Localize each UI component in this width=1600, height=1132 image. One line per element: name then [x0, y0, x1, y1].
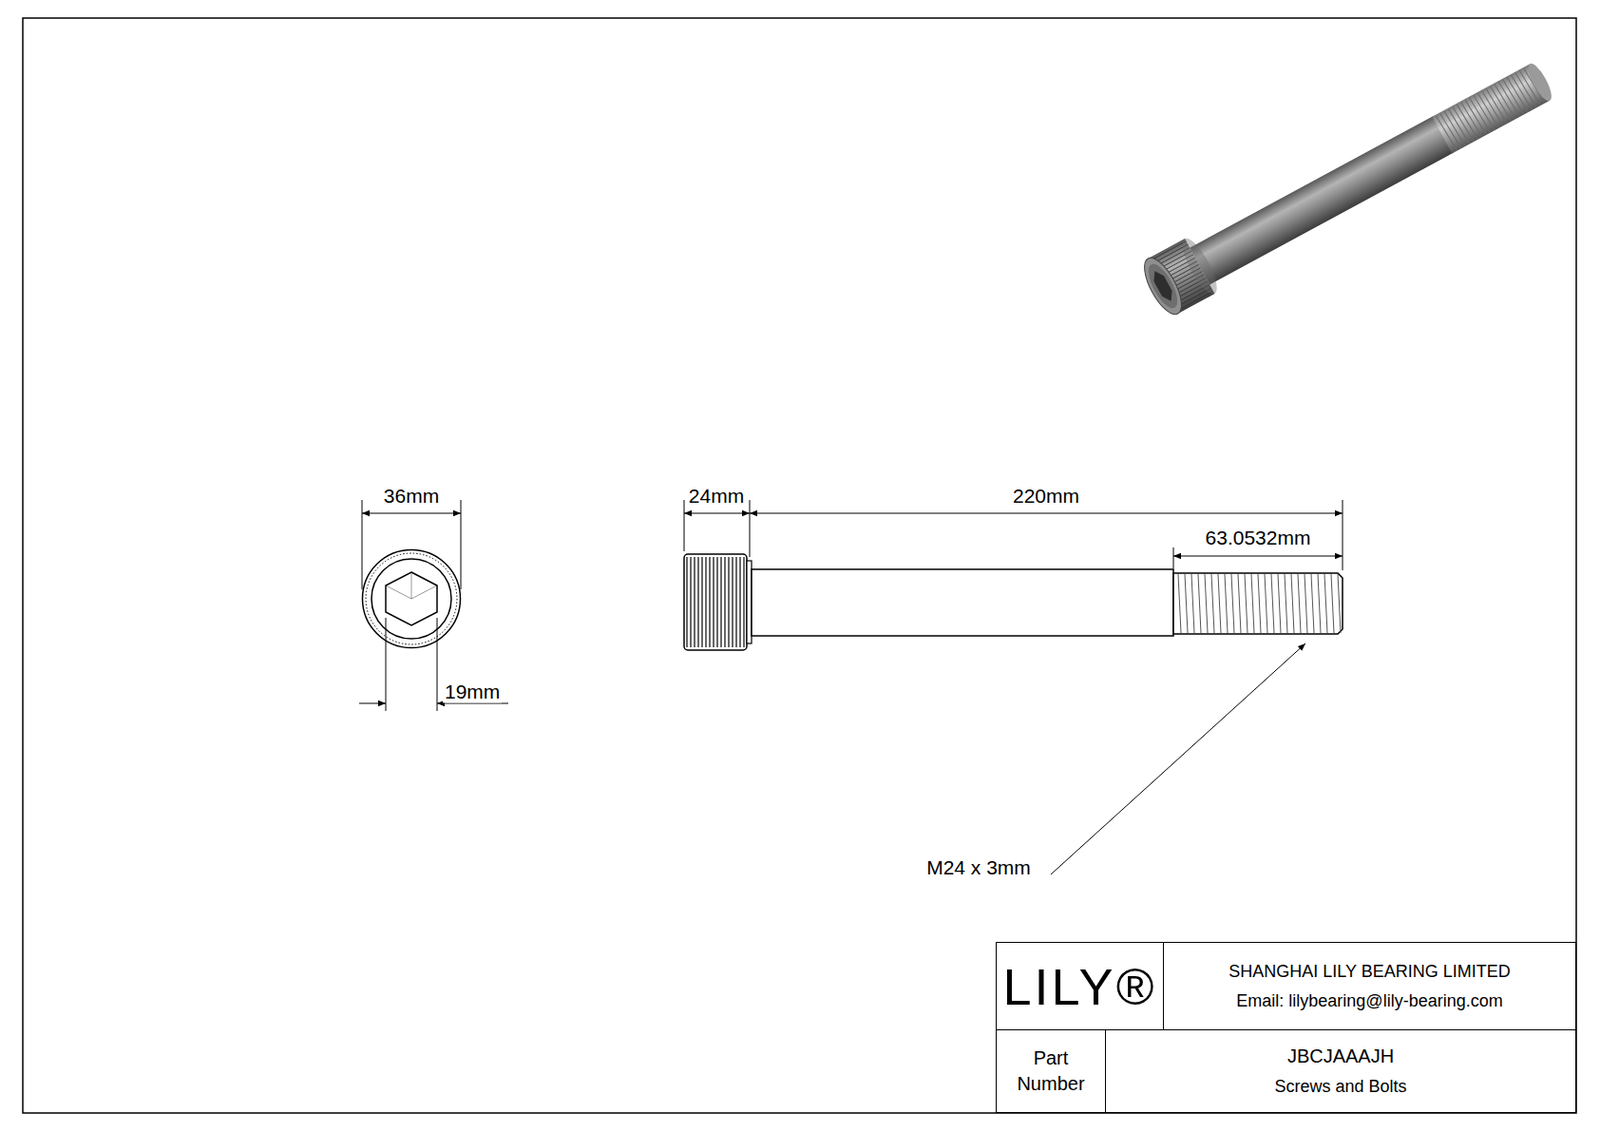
dimension-text: 24mm — [686, 484, 746, 507]
dimension-lines — [359, 499, 1343, 875]
title-text: JBCJAAAJH — [1287, 1043, 1394, 1069]
subtitle-text: Screws and Bolts — [1274, 1074, 1407, 1098]
part-number-cell: JBCJAAAJH Screws and Bolts — [1104, 1028, 1577, 1113]
bolt-3d-view — [1137, 51, 1562, 320]
company-cell: SHANGHAI LILY BEARING LIMITED Email: lily… — [1162, 941, 1577, 1030]
logo-cell: LILY® — [995, 941, 1164, 1030]
title-text: SHANGHAI LILY BEARING LIMITED — [1228, 959, 1510, 983]
end-view — [362, 550, 461, 648]
side-view — [684, 553, 1343, 650]
dimension-text: 19mm — [442, 680, 502, 703]
thread-callout: M24 x 3mm — [924, 856, 1033, 878]
dimension-text: 220mm — [1010, 484, 1082, 507]
sheet-border — [22, 18, 1577, 1113]
title-text: LILY® — [1003, 960, 1158, 1012]
dimension-text: 63.0532mm — [1203, 526, 1314, 549]
title-text: Part Number — [1012, 1045, 1089, 1097]
subtitle-text: Email: lilybearing@lily-bearing.com — [1236, 989, 1503, 1012]
dimension-text: 36mm — [381, 484, 441, 507]
part-number-label-cell: Part Number — [995, 1028, 1106, 1113]
